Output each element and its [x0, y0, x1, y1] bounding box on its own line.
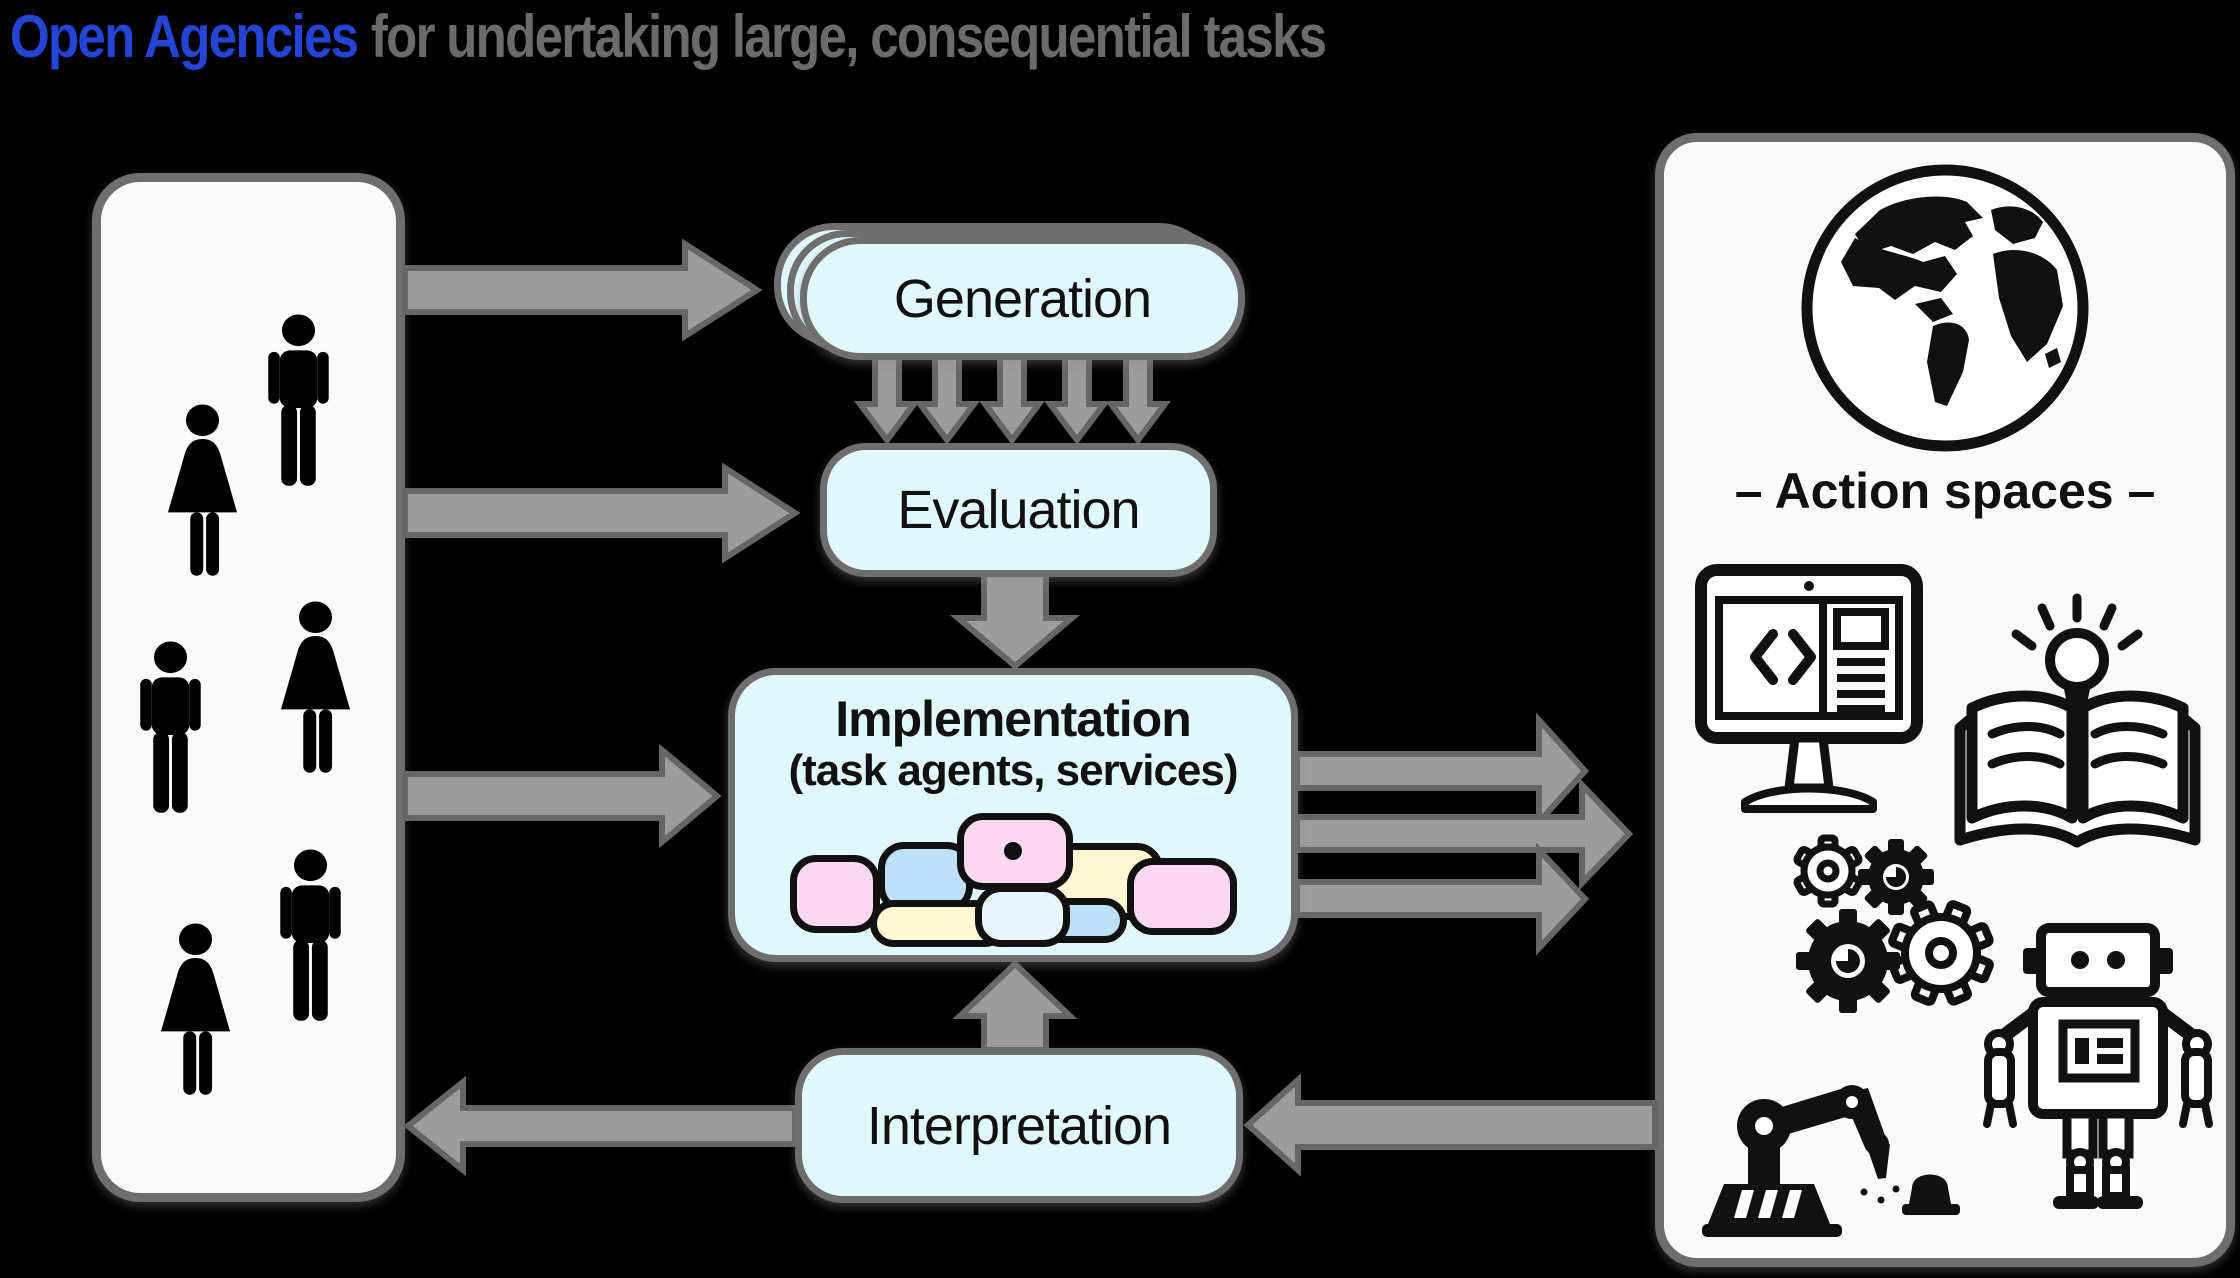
- arrow-panel-to-evaluation: [402, 462, 801, 564]
- man-icon: [140, 641, 201, 813]
- task-agent-chip-pale: [975, 885, 1070, 947]
- arrow-generation-to-evaluation: [979, 353, 1045, 445]
- woman-icon: [160, 923, 231, 1095]
- man-icon: [280, 849, 341, 1021]
- interpretation-box: Interpretation: [795, 1048, 1243, 1203]
- arrow-evaluation-to-implementation: [949, 567, 1081, 670]
- generation-box: Generation: [800, 237, 1245, 360]
- arrow-interpretation-to-panel: [403, 1075, 798, 1177]
- implementation-title: Implementation: [835, 691, 1191, 747]
- arrow-implementation-to-actions-3: [1294, 842, 1590, 956]
- robot-arm-icon: [1702, 1085, 1960, 1237]
- arrow-interpretation-to-implementation: [952, 959, 1078, 1053]
- book-idea-icon: [1954, 593, 2201, 848]
- woman-icon: [167, 404, 238, 576]
- title-highlight: Open Agencies: [10, 3, 359, 70]
- arrow-generation-to-evaluation: [1105, 353, 1171, 445]
- arrow-actions-to-interpretation: [1243, 1073, 1658, 1177]
- task-agent-chip-pink: [1127, 858, 1237, 935]
- implementation-subtitle: (task agents, services): [788, 746, 1238, 795]
- arrow-generation-to-evaluation: [854, 353, 920, 445]
- leader-dot: [1004, 842, 1022, 860]
- evaluation-box: Evaluation: [820, 443, 1217, 577]
- arrow-panel-to-generation: [402, 238, 763, 342]
- arrow-implementation-to-actions-2: [1294, 777, 1634, 891]
- computer-code-icon: [1695, 564, 1923, 813]
- arrow-generation-to-evaluation: [914, 353, 980, 445]
- man-icon: [268, 314, 329, 486]
- robot-icon: [1983, 923, 2213, 1209]
- gears-icon: [1793, 834, 1994, 1013]
- arrow-generation-to-evaluation: [1044, 353, 1110, 445]
- globe-icon: [1801, 164, 2089, 452]
- evaluation-label: Evaluation: [897, 480, 1140, 540]
- arrow-panel-to-implementation: [402, 743, 722, 849]
- arrow-implementation-to-actions-1: [1294, 712, 1590, 830]
- task-agent-chip-pink: [790, 855, 880, 933]
- generation-label: Generation: [893, 268, 1152, 329]
- woman-icon: [280, 601, 351, 773]
- interpretation-label: Interpretation: [866, 1095, 1172, 1156]
- action-spaces-label: – Action spaces –: [1734, 463, 2156, 519]
- title-rest: for undertaking large, consequential tas…: [370, 3, 1327, 70]
